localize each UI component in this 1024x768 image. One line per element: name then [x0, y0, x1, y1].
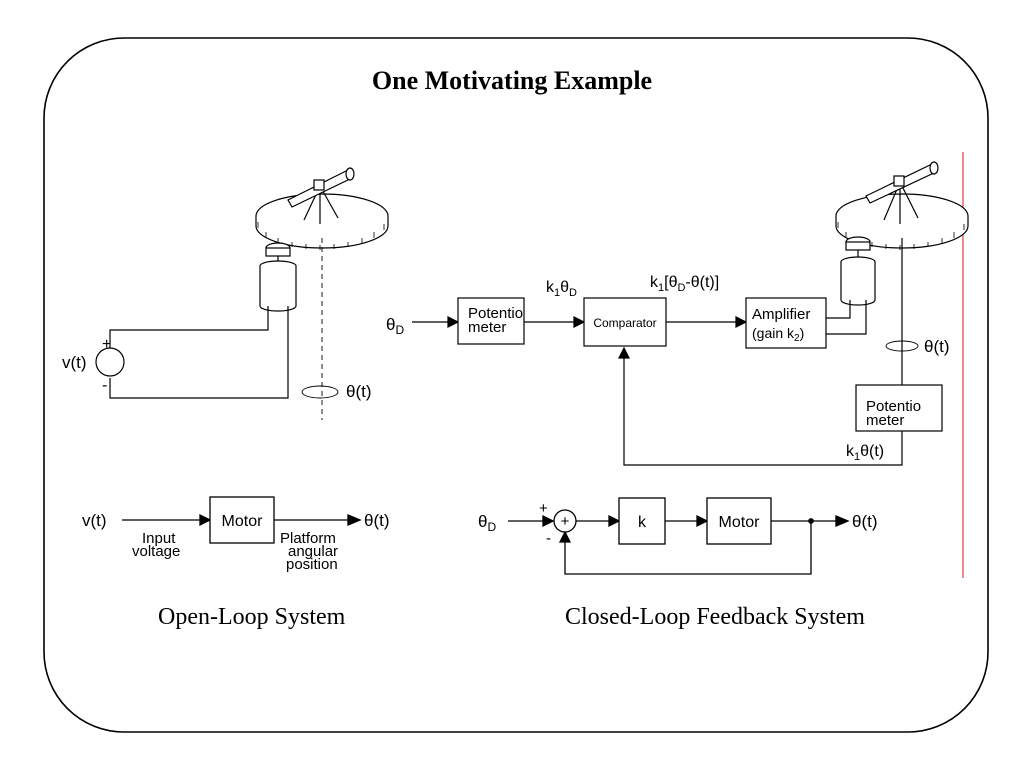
open-output-desc-1: Platform: [280, 530, 336, 547]
source-plus: +: [102, 336, 111, 353]
pot1-line1: Potentio: [468, 305, 523, 322]
pot1-line2: meter: [468, 319, 506, 336]
turntable-icon: [255, 167, 389, 250]
closed-minus: -: [546, 530, 551, 547]
open-input-label: v(t): [82, 511, 107, 530]
open-output-label: θ(t): [364, 511, 390, 530]
error-label: k1[θD-θ(t)]: [650, 274, 719, 294]
potentiometer-block-1: [457, 297, 525, 345]
sum-sign: +: [561, 513, 570, 530]
amplifier-block: [745, 297, 827, 349]
potentiometer-block-2: [855, 384, 943, 432]
caption-closed-loop: Closed-Loop Feedback System: [565, 604, 865, 630]
open-input-desc-2: voltage: [132, 543, 180, 560]
motor-block: [209, 496, 275, 544]
theta-d-label: θD: [386, 315, 404, 337]
gain-block: [618, 497, 666, 545]
motor-icon: [259, 242, 297, 312]
pot2-line1: Potentio: [866, 398, 921, 415]
comparator-block: [583, 297, 667, 347]
comparator-label: Comparator: [593, 316, 656, 330]
amp-line1: Amplifier: [752, 306, 810, 323]
open-theta-label: θ(t): [346, 382, 372, 401]
open-output-desc-2: angular: [288, 543, 338, 560]
motor-block-label: Motor: [222, 513, 264, 530]
closed-loop-sketch: [412, 161, 969, 466]
open-input-desc-1: Input: [142, 530, 176, 547]
gain-label: k: [638, 514, 647, 531]
caption-open-loop: Open-Loop System: [158, 604, 346, 630]
closed-output-label: θ(t): [852, 512, 878, 531]
telescope-icon: [287, 167, 355, 208]
k1-theta-d-label: k1θD: [546, 279, 577, 299]
closed-motor-block: [706, 497, 772, 545]
closed-telescope-icon: [865, 161, 939, 204]
closed-loop-block-diagram: [508, 497, 850, 575]
k1-theta-label: k1θ(t): [846, 443, 884, 463]
closed-theta-label: θ(t): [924, 337, 950, 356]
open-loop-block-diagram: [122, 496, 362, 544]
source-label: v(t): [62, 353, 87, 372]
slide-frame: [43, 37, 989, 733]
closed-input-label: θD: [478, 512, 496, 534]
open-loop-sketch: [95, 167, 389, 420]
slide-title: One Motivating Example: [371, 66, 653, 95]
closed-motor-icon: [840, 236, 876, 306]
source-minus: -: [102, 377, 107, 394]
closed-motor-label: Motor: [719, 514, 761, 531]
closed-plus: +: [539, 500, 548, 517]
voltage-source-icon: [95, 347, 125, 377]
pot2-line2: meter: [866, 412, 904, 429]
amp-line2: (gain k2): [752, 325, 804, 344]
open-output-desc-3: position: [286, 556, 338, 573]
